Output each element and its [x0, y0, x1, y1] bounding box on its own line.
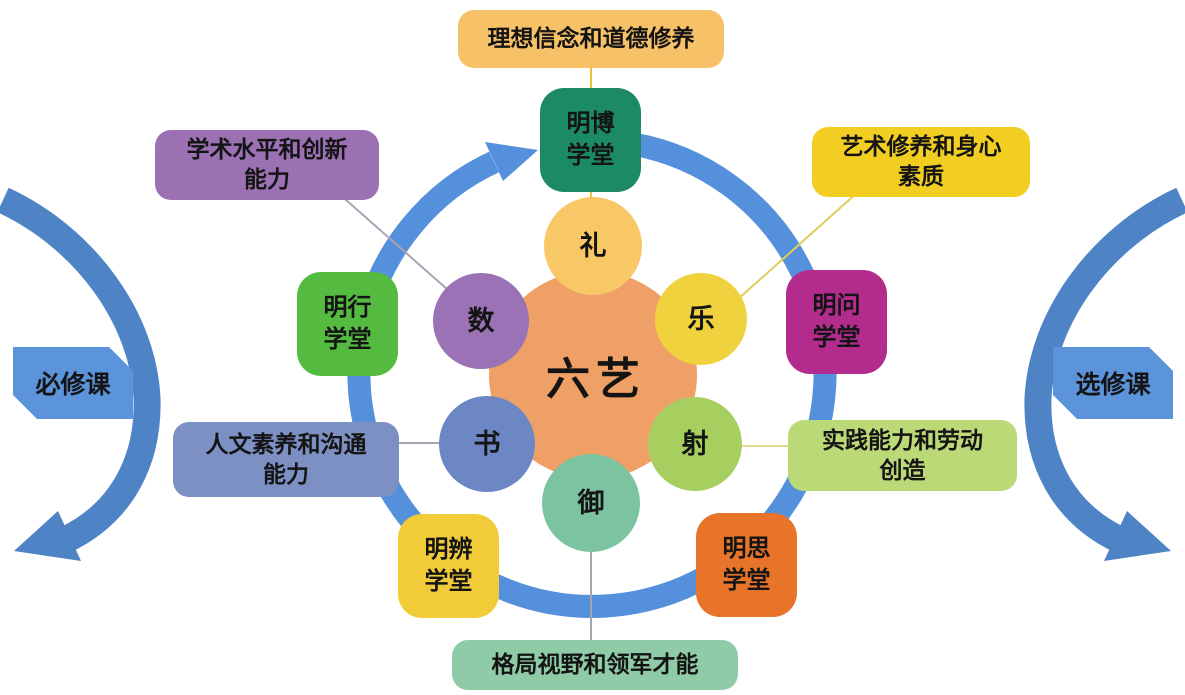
- outcome-art-wellbeing-label: 艺术修养和身心 素质: [840, 134, 1002, 189]
- academy-node-mingxing: 明行 学堂: [297, 272, 398, 376]
- outcome-practice-labor-label: 实践能力和劳动 创造: [822, 427, 983, 483]
- academy-mingbian-label: 明辨 学堂: [424, 536, 473, 595]
- outcome-box-vision-leadership: 格局视野和领军才能: [452, 640, 738, 690]
- required-courses-label: 必修课: [35, 372, 111, 399]
- left-crescent-arrowhead-icon: [14, 511, 81, 561]
- outcome-box-ideals-morality: 理想信念和道德修养: [458, 10, 724, 68]
- academy-node-mingbo: 明博 学堂: [540, 88, 641, 192]
- academy-mingxing-label: 明行 学堂: [323, 294, 372, 353]
- outcome-vision-leadership-label: 格局视野和领军才能: [491, 652, 699, 678]
- art-circle-shu-book-label: 书: [473, 428, 501, 459]
- art-circle-yue: 乐: [655, 273, 747, 365]
- cycle-ring-arrowhead-icon: [485, 142, 538, 181]
- art-circle-yue-label: 乐: [687, 303, 715, 334]
- art-circle-shu-num-label: 数: [467, 305, 495, 336]
- academy-node-mingbian: 明辨 学堂: [398, 514, 499, 618]
- art-circle-she-label: 射: [681, 428, 709, 459]
- connector-art-to-yue: [727, 191, 859, 309]
- art-circle-li: 礼: [544, 197, 642, 295]
- academy-node-mingsi: 明思 学堂: [696, 513, 797, 617]
- left-crescent-arrow: [0, 187, 161, 553]
- outcome-box-art-wellbeing: 艺术修养和身心 素质: [812, 127, 1030, 197]
- art-circle-yu: 御: [542, 454, 640, 552]
- outcome-box-academic-innovation: 学术水平和创新 能力: [155, 130, 379, 200]
- art-circle-shu-book: 书: [439, 396, 535, 492]
- academy-node-mingwen: 明问 学堂: [786, 270, 887, 374]
- required-courses-plaque: 必修课: [13, 347, 133, 419]
- art-circle-she: 射: [648, 397, 742, 491]
- art-circle-li-label: 礼: [579, 230, 607, 261]
- art-circle-shu-num: 数: [433, 273, 529, 369]
- right-crescent-arrowhead-icon: [1104, 511, 1171, 561]
- art-circle-yu-label: 御: [577, 487, 605, 518]
- outcome-humanities-communication-label: 人文素养和沟通 能力: [205, 431, 367, 487]
- outcome-box-practice-labor: 实践能力和劳动 创造: [788, 420, 1017, 491]
- elective-courses-plaque: 选修课: [1053, 347, 1173, 419]
- outcome-ideals-morality-label: 理想信念和道德修养: [487, 26, 695, 52]
- academy-mingbo-label: 明博 学堂: [566, 110, 615, 169]
- outcome-academic-innovation-label: 学术水平和创新 能力: [186, 137, 348, 192]
- right-crescent-arrow: [1024, 187, 1185, 553]
- academy-mingsi-label: 明思 学堂: [722, 535, 771, 594]
- academy-mingwen-label: 明问 学堂: [812, 292, 861, 351]
- outcome-box-humanities-communication: 人文素养和沟通 能力: [173, 422, 399, 497]
- center-circle-label: 六艺: [546, 355, 646, 404]
- elective-courses-label: 选修课: [1075, 372, 1151, 399]
- connector-academic-to-shu-num: [336, 191, 466, 306]
